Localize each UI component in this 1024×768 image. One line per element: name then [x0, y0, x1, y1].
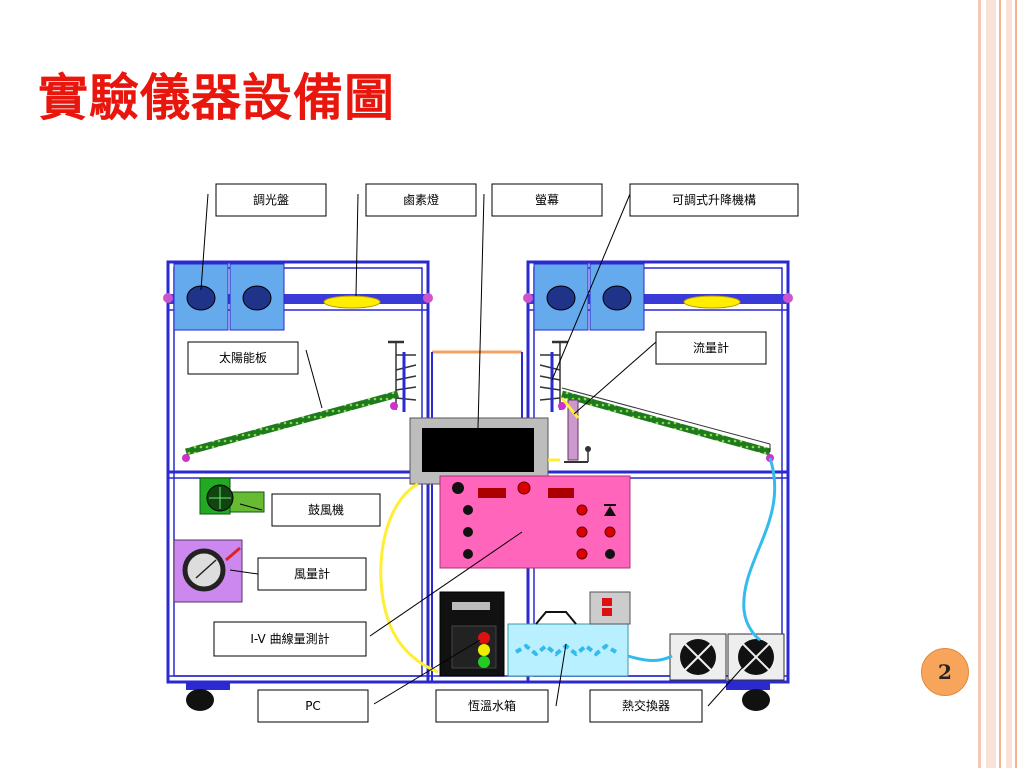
- label-box-lift-mechanism: [629, 183, 799, 217]
- label-box-flow-meter: [655, 331, 767, 365]
- label-flow-meter: 流量計: [693, 340, 729, 355]
- heat-exchanger-device: [669, 633, 785, 681]
- yellow-cable: [379, 482, 439, 674]
- label-screen: 螢幕: [535, 193, 559, 207]
- left-dimmer: [173, 263, 285, 331]
- leader-lines: [200, 193, 743, 707]
- label-pc: PC: [305, 699, 321, 713]
- label-box-water-tank: [435, 689, 549, 723]
- label-box-dimmer: [215, 183, 327, 217]
- slide-title: 實驗儀器設備圖: [38, 68, 395, 127]
- right-top-rail: [528, 294, 788, 304]
- label-water-tank: 恆溫水箱: [468, 698, 516, 713]
- air-flow-meter-device: [173, 539, 243, 603]
- label-box-solar-panel: [187, 341, 299, 375]
- label-box-heat-exchanger: [589, 689, 703, 723]
- label-box-air-flow-meter: [257, 557, 367, 591]
- label-box-screen: [491, 183, 603, 217]
- label-blower: 鼓風機: [308, 502, 344, 517]
- rail-end-dot: [523, 293, 533, 303]
- border-stripe-1: [978, 0, 981, 768]
- rail-end-dot: [783, 293, 793, 303]
- right-dimmer: [533, 263, 645, 331]
- label-lift-mechanism: 可調式升降機構: [672, 192, 756, 207]
- label-box-iv-tracer: [213, 621, 367, 657]
- label-air-flow-meter: 風量計: [294, 566, 330, 581]
- right-solar-panel: [561, 390, 771, 456]
- label-box-pc: [257, 689, 369, 723]
- right-panel-frame: [561, 387, 771, 445]
- panel-hinge: [182, 454, 190, 462]
- left-top-rail: [168, 294, 428, 304]
- blue-tube: [627, 654, 673, 662]
- label-solar-panel: 太陽能板: [219, 350, 267, 365]
- rail-end-dot: [423, 293, 433, 303]
- border-stripe-5: [1015, 0, 1017, 768]
- label-iv-tracer: I-V 曲線量測計: [250, 631, 329, 646]
- left-solar-panel: [185, 390, 399, 456]
- flow-meter-device: [560, 397, 591, 463]
- border-stripe-2: [986, 0, 996, 768]
- monitor: [409, 417, 549, 485]
- right-halogen-lamp: [683, 295, 741, 309]
- label-halogen-lamp: 鹵素燈: [403, 192, 439, 207]
- control-box: [439, 475, 631, 569]
- right-lift-mechanism: [539, 340, 568, 412]
- pc-device: [439, 591, 505, 677]
- water-tank-device: [507, 591, 631, 677]
- label-box-halogen-lamp: [365, 183, 477, 217]
- rail-end-dot: [163, 293, 173, 303]
- label-box-blower: [271, 493, 381, 527]
- page-number-badge: 2: [921, 648, 969, 696]
- label-heat-exchanger: 熱交換器: [622, 698, 670, 713]
- border-stripe-3: [999, 0, 1001, 768]
- label-dimmer: 調光盤: [253, 193, 289, 207]
- blue-tube: [742, 457, 777, 642]
- left-lift-mechanism: [388, 340, 417, 412]
- left-halogen-lamp: [323, 295, 381, 309]
- wheels: [186, 682, 770, 711]
- border-stripe-4: [1006, 0, 1012, 768]
- blower-device: [199, 477, 265, 515]
